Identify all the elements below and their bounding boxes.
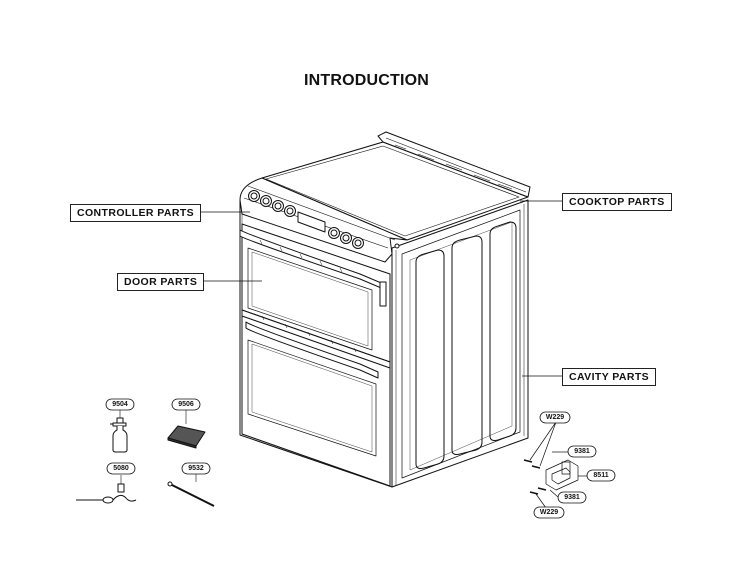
controller-parts-callout[interactable]: CONTROLLER PARTS <box>70 204 202 222</box>
part-label-9381-bottom: 9381 <box>564 494 580 501</box>
part-label-5080: 5080 <box>113 465 129 472</box>
upper-oven-door <box>239 223 391 363</box>
scrub-pad-9506 <box>167 410 206 449</box>
cavity-parts-callout[interactable]: CAVITY PARTS <box>562 368 657 386</box>
part-label-9506: 9506 <box>178 401 194 408</box>
spray-bottle-9504 <box>110 410 128 453</box>
part-label-8511: 8511 <box>593 472 608 479</box>
part-label-w229-bottom: W229 <box>540 509 558 516</box>
part-number-pills <box>105 398 616 519</box>
cavity-side-panel <box>391 199 529 488</box>
lower-oven-door <box>241 309 391 487</box>
part-label-9381-top: 9381 <box>574 448 590 455</box>
control-panel <box>239 177 408 263</box>
hinge-assembly <box>523 421 587 509</box>
cooktop-parts-callout[interactable]: COOKTOP PARTS <box>562 193 672 211</box>
meat-probe-5080 <box>76 475 137 504</box>
rack-rod-9532 <box>167 474 215 507</box>
part-label-9504: 9504 <box>112 401 128 408</box>
door-parts-callout[interactable]: DOOR PARTS <box>117 273 205 291</box>
cooktop-surface <box>261 131 531 241</box>
page-title: INTRODUCTION <box>303 72 430 89</box>
part-label-9532: 9532 <box>188 465 204 472</box>
part-label-w229-top: W229 <box>546 414 564 421</box>
leader-lines <box>196 200 562 377</box>
